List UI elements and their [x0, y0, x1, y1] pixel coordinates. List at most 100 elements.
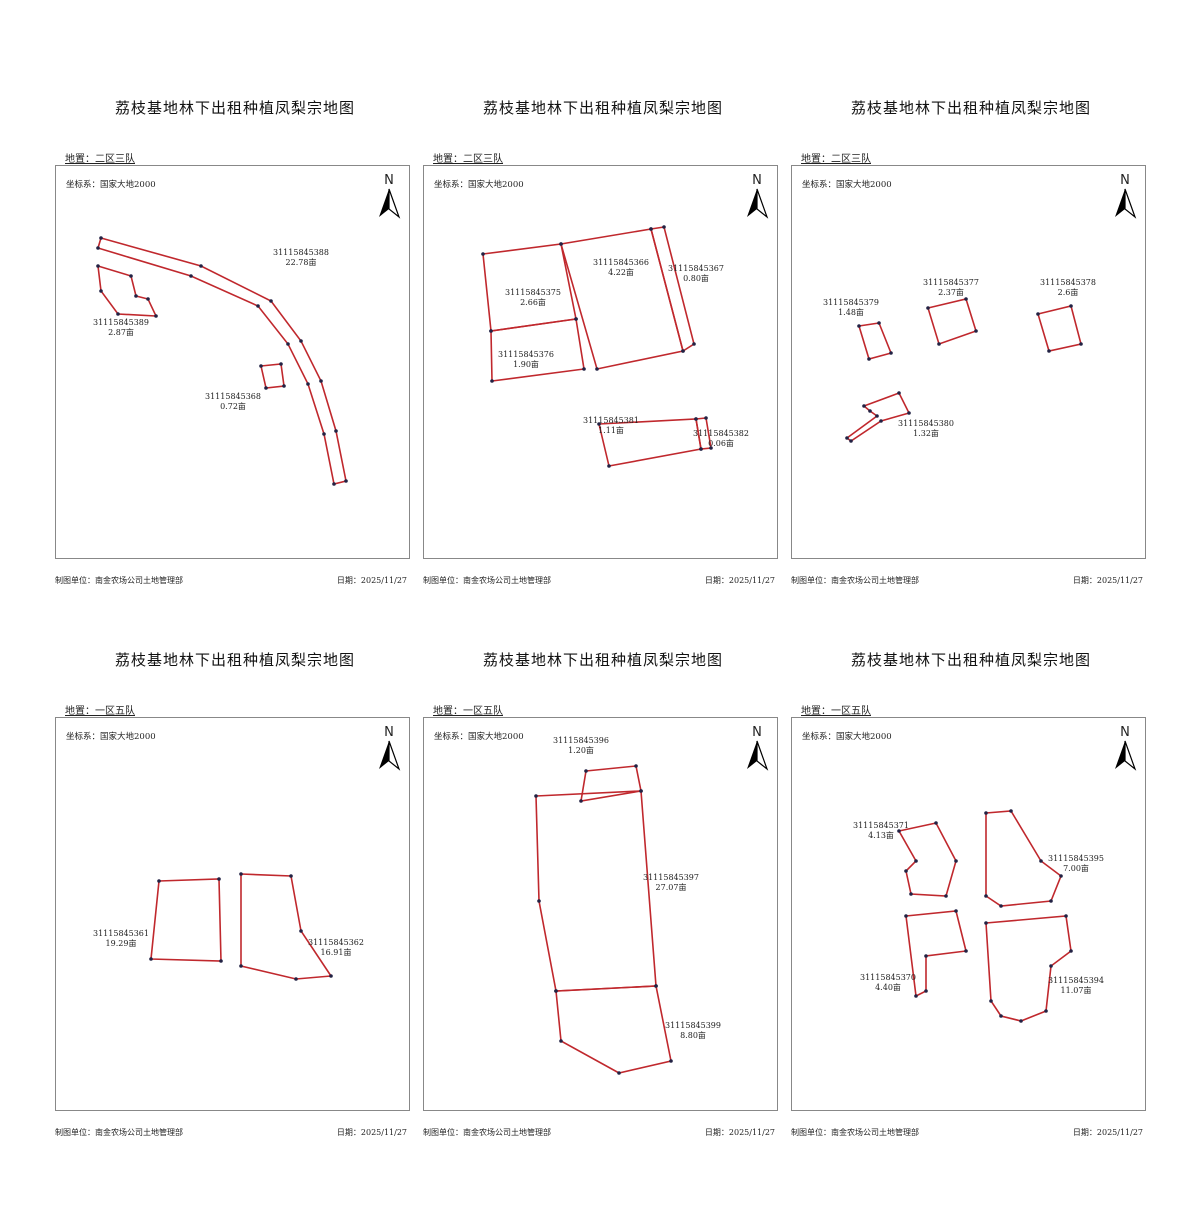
north-label: N	[752, 725, 762, 740]
coordinate-system-label: 坐标系：国家大地2000	[434, 732, 524, 742]
parcel-boundary[interactable]	[857, 322, 893, 360]
parcel-id: 31115845378	[1040, 278, 1096, 287]
boundary-vertex	[1049, 964, 1053, 968]
boundary-vertex	[116, 312, 120, 316]
map-date: 日期：2025/11/27	[1072, 1128, 1143, 1137]
boundary-vertex	[322, 432, 326, 436]
mapping-unit: 制图单位：南金农场公司土地管理部	[791, 1128, 919, 1137]
parcel-boundary[interactable]	[897, 822, 957, 897]
boundary-vertex	[239, 964, 243, 968]
parcel-boundary[interactable]	[535, 790, 657, 992]
boundary-vertex	[299, 339, 303, 343]
parcel-id: 31115845361	[93, 929, 149, 938]
parcel-area: 0.06亩	[708, 439, 734, 448]
boundary-vertex	[924, 989, 928, 993]
boundary-vertex	[897, 391, 901, 395]
parcel-boundary[interactable]	[260, 363, 285, 389]
boundary-vertex	[481, 252, 485, 256]
map-title: 荔枝基地林下出租种植凤梨宗地图	[482, 99, 723, 117]
parcel-layer	[534, 764, 673, 1075]
parcel-boundary[interactable]	[559, 228, 684, 370]
north-arrow-icon: N	[377, 726, 401, 775]
location-label: 地置：一区五队	[433, 706, 503, 717]
map-title: 荔枝基地林下出租种植凤梨宗地图	[482, 651, 723, 669]
coordinate-system-label: 坐标系：国家大地2000	[802, 732, 892, 742]
location-label: 地置：二区三队	[65, 154, 135, 165]
parcel-boundary[interactable]	[1036, 305, 1082, 352]
boundary-vertex	[256, 304, 260, 308]
parcel-boundary[interactable]	[985, 810, 1062, 907]
coordinate-system-label: 坐标系：国家大地2000	[66, 732, 156, 742]
boundary-vertex	[239, 872, 243, 876]
parcel-boundary[interactable]	[150, 878, 222, 962]
boundary-vertex	[344, 479, 348, 483]
mapping-unit: 制图单位：南金农场公司土地管理部	[55, 576, 183, 585]
parcel-boundary[interactable]	[97, 264, 158, 317]
boundary-vertex	[867, 357, 871, 361]
parcel-area: 7.00亩	[1063, 864, 1089, 873]
boundary-vertex	[534, 794, 538, 798]
parcel-boundary[interactable]	[985, 915, 1072, 1022]
boundary-vertex	[934, 821, 938, 825]
parcel-area: 2.6亩	[1057, 288, 1079, 297]
boundary-vertex	[974, 329, 978, 333]
boundary-vertex	[634, 764, 638, 768]
north-arrow-icon: N	[745, 726, 769, 775]
parcel-id: 31115845375	[505, 288, 561, 297]
parcel-boundary[interactable]	[926, 298, 977, 346]
boundary-vertex	[709, 446, 713, 450]
boundary-vertex	[909, 892, 913, 896]
boundary-vertex	[1009, 809, 1013, 813]
boundary-vertex	[889, 351, 893, 355]
boundary-vertex	[582, 367, 586, 371]
parcel-boundary[interactable]	[555, 985, 672, 1074]
boundary-vertex	[559, 1039, 563, 1043]
boundary-vertex	[134, 294, 138, 298]
parcel-area: 22.78亩	[285, 258, 317, 267]
boundary-vertex	[617, 1071, 621, 1075]
parcel-boundary[interactable]	[650, 226, 695, 353]
parcel-id: 31115845399	[665, 1021, 721, 1030]
parcel-boundary[interactable]	[580, 765, 642, 802]
boundary-vertex	[1044, 1009, 1048, 1013]
boundary-vertex	[282, 384, 286, 388]
boundary-vertex	[907, 411, 911, 415]
parcel-layer	[96, 236, 348, 486]
north-arrow-icon: N	[1113, 726, 1137, 775]
parcel-id: 31115845370	[860, 973, 916, 982]
boundary-vertex	[649, 227, 653, 231]
parcel-id: 31115845368	[205, 392, 261, 401]
parcel-map-panel: 荔枝基地林下出租种植凤梨宗地图 地置：一区五队 坐标系：国家大地2000 N 3…	[423, 651, 783, 1221]
boundary-vertex	[1036, 312, 1040, 316]
boundary-vertex	[157, 879, 161, 883]
boundary-vertex	[269, 299, 273, 303]
boundary-vertex	[579, 799, 583, 803]
boundary-vertex	[984, 811, 988, 815]
boundary-vertex	[699, 447, 703, 451]
parcel-boundary[interactable]	[97, 237, 347, 485]
boundary-vertex	[692, 342, 696, 346]
boundary-vertex	[989, 999, 993, 1003]
boundary-vertex	[219, 959, 223, 963]
map-title: 荔枝基地林下出租种植凤梨宗地图	[850, 651, 1091, 669]
parcel-area: 19.29亩	[105, 939, 137, 948]
parcel-map-panel: 荔枝基地林下出租种植凤梨宗地图 地置：二区三队 坐标系：国家大地2000 N 3…	[423, 99, 783, 669]
parcel-id: 31115845396	[553, 736, 609, 745]
parcel-area: 1.90亩	[513, 360, 539, 369]
north-arrow-icon: N	[745, 174, 769, 223]
parcel-boundary[interactable]	[240, 873, 333, 980]
boundary-vertex	[875, 414, 879, 418]
parcel-id: 31115845380	[898, 419, 954, 428]
parcel-area: 0.80亩	[683, 274, 709, 283]
